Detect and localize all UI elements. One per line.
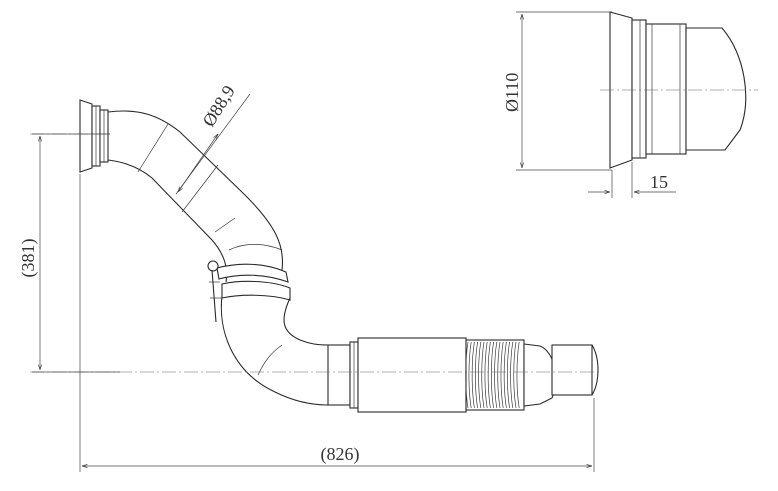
dimension-flange-depth: 15 [588, 162, 676, 198]
dimension-pipe-diameter: Ø88,9 [175, 82, 251, 195]
inlet-flange [79, 99, 109, 173]
bellows-rib [481, 341, 485, 409]
bellows-rib [491, 341, 494, 409]
horizontal-pipe [327, 337, 467, 413]
upper-bend [107, 110, 284, 283]
bellows-rib [507, 341, 510, 409]
bellows-rib [494, 341, 498, 409]
flange-depth-label: 15 [650, 172, 668, 192]
pipe-clamp [207, 260, 289, 323]
flange-diameter-label: Ø110 [502, 73, 522, 112]
bellows-rib [487, 341, 491, 409]
pipe-diameter-label: Ø88,9 [198, 82, 239, 130]
bellows-rib [478, 341, 482, 409]
length-dim-label: (826) [321, 444, 360, 465]
outlet-pipe [551, 344, 599, 396]
flange-detail [600, 11, 758, 169]
pipe-assembly [30, 99, 600, 413]
bellows-rib [465, 341, 469, 409]
bellows-rib [513, 341, 517, 409]
bellows-rib [503, 341, 507, 409]
dimension-length: (826) [79, 174, 595, 472]
bellows-rib [471, 341, 475, 409]
bellows-rib [497, 341, 501, 409]
bellows-rib [484, 341, 488, 409]
bellows-rib [500, 341, 504, 409]
bellows-rib [516, 341, 520, 409]
height-dim-label: (381) [18, 239, 39, 278]
bellows-rib [510, 341, 514, 409]
bellows-rib [468, 341, 472, 409]
lower-bend [220, 295, 329, 406]
dimension-flange-diameter: Ø110 [502, 11, 612, 171]
dimension-height: (381) [18, 133, 120, 373]
flex-bellows [465, 339, 557, 411]
bellows-rib [475, 341, 478, 409]
